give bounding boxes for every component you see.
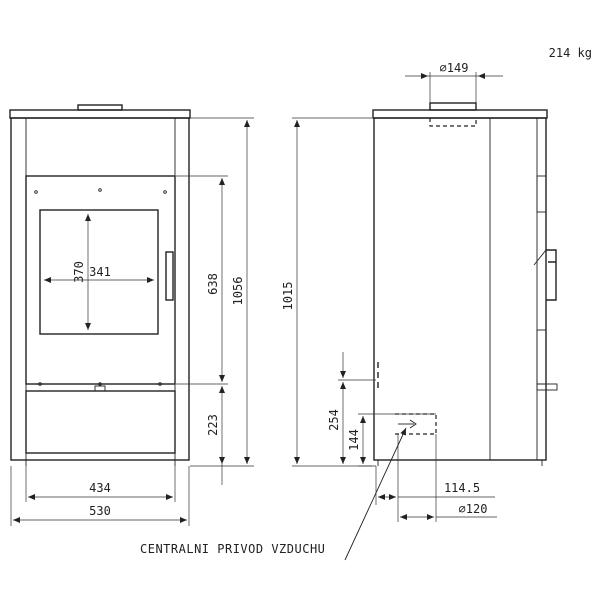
side-door-handle — [546, 249, 557, 301]
dim-total-width: 530 — [89, 504, 111, 518]
dim-inner-width: 434 — [89, 481, 111, 495]
front-glass — [39, 209, 159, 335]
dim-glass-height: 370 — [72, 261, 86, 283]
side-top-plate — [372, 109, 548, 119]
dim-air-inlet-diameter: ∅120 — [459, 502, 488, 516]
front-top-flue-stub — [77, 104, 123, 111]
front-ash-drawer — [25, 390, 176, 454]
side-body — [373, 117, 547, 461]
side-flue-collar — [429, 102, 477, 111]
dim-flue-diameter: ∅149 — [440, 61, 469, 75]
dim-air-inlet-offset: 114.5 — [444, 481, 480, 495]
front-view: 370 341 638 223 1056 434 530 — [9, 104, 254, 526]
front-door-handle — [165, 251, 174, 301]
front-body — [10, 117, 190, 461]
air-supply-caption: CENTRALNI PRIVOD VZDUCHU — [140, 542, 325, 556]
side-view: ∅149 214 kg 1015 254 144 114.5 ∅120 — [281, 46, 592, 561]
dim-air-inlet-height: 254 — [327, 409, 341, 431]
dim-glass-width: 341 — [89, 265, 111, 279]
weight-label: 214 kg — [549, 46, 592, 60]
front-top-plate — [9, 109, 191, 119]
front-door — [25, 175, 176, 385]
dim-total-height-front: 1056 — [231, 277, 245, 306]
dim-total-height-side: 1015 — [281, 282, 295, 311]
dim-base-height: 223 — [206, 414, 220, 436]
caption-leader — [344, 427, 407, 561]
dim-air-inlet-center: 144 — [347, 429, 361, 451]
dim-door-height: 638 — [206, 273, 220, 295]
